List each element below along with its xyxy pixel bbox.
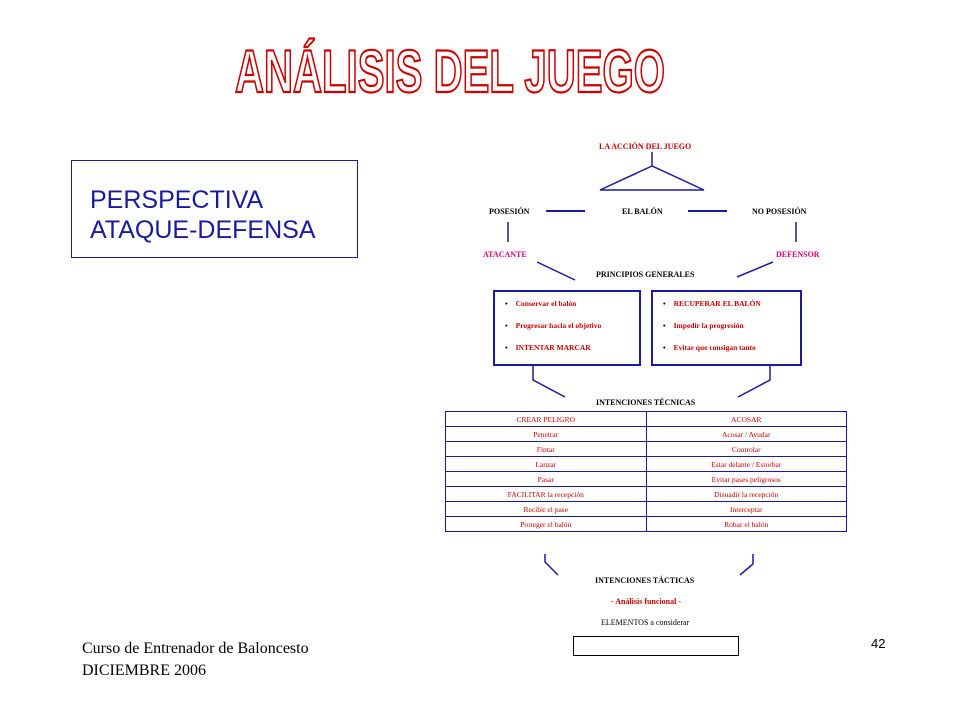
label-intenciones-tacticas: INTENCIONES TÁCTICAS (595, 576, 695, 585)
label-atacante: ATACANTE (483, 250, 527, 259)
label-el-balon: EL BALÓN (622, 207, 663, 216)
footer-course: Curso de Entrenador de Baloncesto (82, 640, 309, 657)
label-defensor: DEFENSOR (776, 250, 820, 259)
table-cell-defense: Robar el balón (645, 516, 847, 532)
table-cell-attack: FACILITAR la recepción (445, 486, 647, 502)
attack-item-1: •Conservar el balón (505, 299, 577, 308)
table-cell-defense: Controlar (645, 441, 847, 457)
table-cell-attack: Pasar (445, 471, 647, 487)
table-cell-defense: ACOSAR (645, 411, 847, 427)
perspective-line1: PERSPECTIVA (90, 186, 264, 214)
table-cell-defense: Interceptar (645, 501, 847, 517)
label-accion-juego: LA ACCIÓN DEL JUEGO (599, 142, 692, 151)
label-intenciones-tecnicas: INTENCIONES TÉCNICAS (596, 398, 696, 407)
perspective-box: PERSPECTIVA ATAQUE-DEFENSA (71, 160, 358, 258)
page-number: 42 (871, 636, 886, 651)
label-no-posesion: NO POSESIÓN (752, 207, 807, 216)
label-elementos: ELEMENTOS a considerar (601, 618, 690, 627)
perspective-line2: ATAQUE-DEFENSA (90, 216, 316, 244)
table-cell-defense: Evitar pases peligrosos (645, 471, 847, 487)
defense-item-2: •Impedir la progresión (663, 321, 744, 330)
table-cell-defense: Estar delante / Estorbar (645, 456, 847, 472)
attack-principles-box: •Conservar el balón •Progresar hacia el … (493, 290, 641, 366)
table-cell-attack: Proteger el balón (445, 516, 647, 532)
table-cell-defense: Disuadir la recepción (645, 486, 847, 502)
table-cell-attack: Lanzar (445, 456, 647, 472)
elements-box (573, 636, 739, 656)
label-principios: PRINCIPIOS GENERALES (596, 270, 695, 279)
attack-item-2: •Progresar hacia el objetivo (505, 321, 602, 330)
slide-title-text: ANÁLISIS DEL JUEGO (235, 38, 665, 105)
table-cell-attack: Penetrar (445, 426, 647, 442)
attack-item-3: •INTENTAR MARCAR (505, 343, 591, 352)
table-cell-attack: Recibir el pase (445, 501, 647, 517)
table-cell-defense: Acosar / Ayudar (645, 426, 847, 442)
defense-item-3: •Evitar que consigan tanto (663, 343, 756, 352)
label-posesion: POSESIÓN (489, 207, 530, 216)
table-cell-attack: Fintar (445, 441, 647, 457)
label-analisis-funcional: - Análisis funcional - (611, 597, 682, 606)
defense-item-1: •RECUPERAR EL BALÓN (663, 299, 761, 308)
defense-principles-box: •RECUPERAR EL BALÓN •Impedir la progresi… (651, 290, 802, 366)
footer-date: DICIEMBRE 2006 (82, 662, 206, 679)
slide-title: ANÁLISIS DEL JUEGO (234, 37, 666, 106)
table-cell-attack: CREAR PELIGRO (445, 411, 647, 427)
